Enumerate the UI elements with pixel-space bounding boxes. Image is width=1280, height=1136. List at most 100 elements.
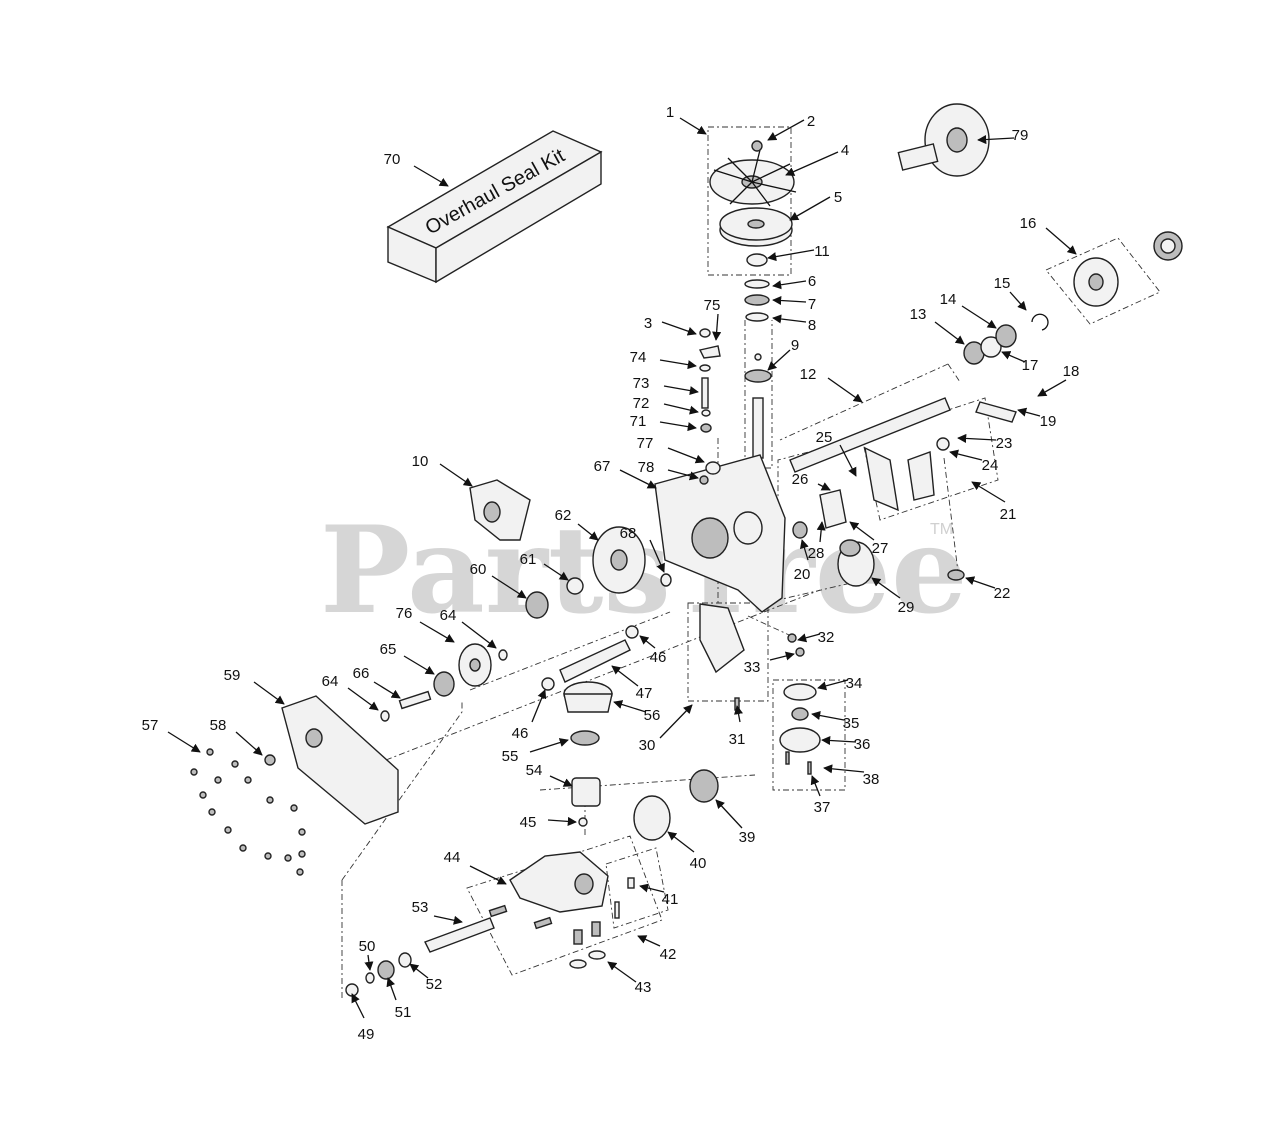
callout-arrow-26 [817,482,831,491]
callout-label-21: 21 [1000,506,1017,523]
callout-arrow-56 [613,700,647,713]
callout-label-47: 47 [636,685,653,702]
callout-arrow-50 [364,954,374,971]
callout-label-1: 1 [666,104,674,121]
callout-arrow-34 [817,679,849,691]
callout-label-53: 53 [412,899,429,916]
callout-arrow-75 [712,313,722,341]
callout-arrow-44 [469,865,507,885]
callout-label-45: 45 [520,814,537,831]
callout-label-37: 37 [814,799,831,816]
callout-label-71: 71 [630,413,647,430]
callout-label-60: 60 [470,561,487,578]
callout-arrow-59 [253,681,285,705]
callout-label-56: 56 [644,707,661,724]
callout-label-66: 66 [353,665,370,682]
callout-label-18: 18 [1063,363,1080,380]
watermark-trademark: TM [930,521,953,538]
callout-label-15: 15 [994,275,1011,292]
callout-label-31: 31 [729,731,746,748]
callout-arrow-58 [235,731,263,756]
callout-arrow-62 [577,523,599,541]
callout-arrow-11 [767,249,815,262]
callout-label-6: 6 [808,273,816,290]
callout-arrow-77 [667,447,705,464]
callout-label-65: 65 [380,641,397,658]
callout-arrow-42 [637,935,661,947]
callout-arrow-68 [649,539,665,573]
callout-label-44: 44 [444,849,461,866]
callout-arrow-39 [715,799,743,829]
callout-label-57: 57 [142,717,159,734]
callout-arrow-70 [413,165,449,187]
callout-label-67: 67 [594,458,611,475]
callout-label-10: 10 [412,453,429,470]
callout-label-78: 78 [638,459,655,476]
callout-label-23: 23 [996,435,1013,452]
callout-label-58: 58 [210,717,227,734]
callout-label-20: 20 [794,566,811,583]
callout-label-40: 40 [690,855,707,872]
callout-label-36: 36 [854,736,871,753]
callout-arrow-7 [772,295,807,306]
callout-label-50: 50 [359,938,376,955]
callout-label-46: 46 [512,725,529,742]
callout-arrow-29 [871,577,901,599]
callout-arrow-23 [957,433,997,443]
callout-label-5: 5 [834,189,842,206]
callout-label-72: 72 [633,395,650,412]
callout-arrow-32 [797,633,821,643]
callout-label-32: 32 [818,629,835,646]
callout-label-61: 61 [520,551,537,568]
callout-label-77: 77 [637,435,654,452]
callout-label-11: 11 [814,243,830,260]
callout-arrow-24 [949,449,983,461]
callout-label-73: 73 [633,375,650,392]
callout-arrow-5 [789,196,831,221]
callout-arrow-30 [659,704,693,739]
callout-arrow-6 [772,280,807,290]
callout-label-30: 30 [639,737,656,754]
callout-arrow-53 [433,915,463,925]
callout-label-33: 33 [744,659,761,676]
callout-arrow-51 [386,977,397,1001]
callout-label-75: 75 [704,297,721,314]
callout-arrow-1 [679,117,707,135]
callout-arrow-18 [1037,379,1067,397]
callout-arrow-61 [543,563,569,581]
callout-label-9: 9 [791,337,799,354]
callout-arrow-9 [767,349,791,371]
callout-arrow-46 [531,689,547,723]
callout-label-24: 24 [982,457,999,474]
callout-label-43: 43 [635,979,652,996]
callout-arrow-71 [659,421,697,432]
callout-arrow-46 [639,635,656,649]
callout-arrow-31 [734,705,743,723]
callout-arrow-28 [816,521,826,543]
callout-label-2: 2 [807,113,815,130]
callout-arrow-33 [769,651,795,661]
callout-arrow-41 [639,883,665,893]
callout-arrow-78 [667,469,699,481]
callout-label-54: 54 [526,762,543,779]
callout-label-52: 52 [426,976,443,993]
callout-arrow-73 [663,385,699,396]
callout-arrow-65 [403,655,435,675]
callout-label-3: 3 [644,315,652,332]
callout-label-64: 64 [440,607,457,624]
callout-arrow-25 [839,444,857,477]
callout-label-38: 38 [863,771,880,788]
callout-arrow-52 [409,963,429,979]
callout-arrow-43 [607,961,637,983]
callout-label-34: 34 [846,675,863,692]
callout-arrow-27 [849,521,875,541]
callout-label-74: 74 [630,349,647,366]
callout-label-7: 7 [808,296,816,313]
callout-arrow-67 [619,469,657,489]
callout-label-25: 25 [816,429,833,446]
callout-arrow-45 [547,816,577,826]
callout-label-41: 41 [662,891,679,908]
callout-arrow-35 [811,711,845,721]
